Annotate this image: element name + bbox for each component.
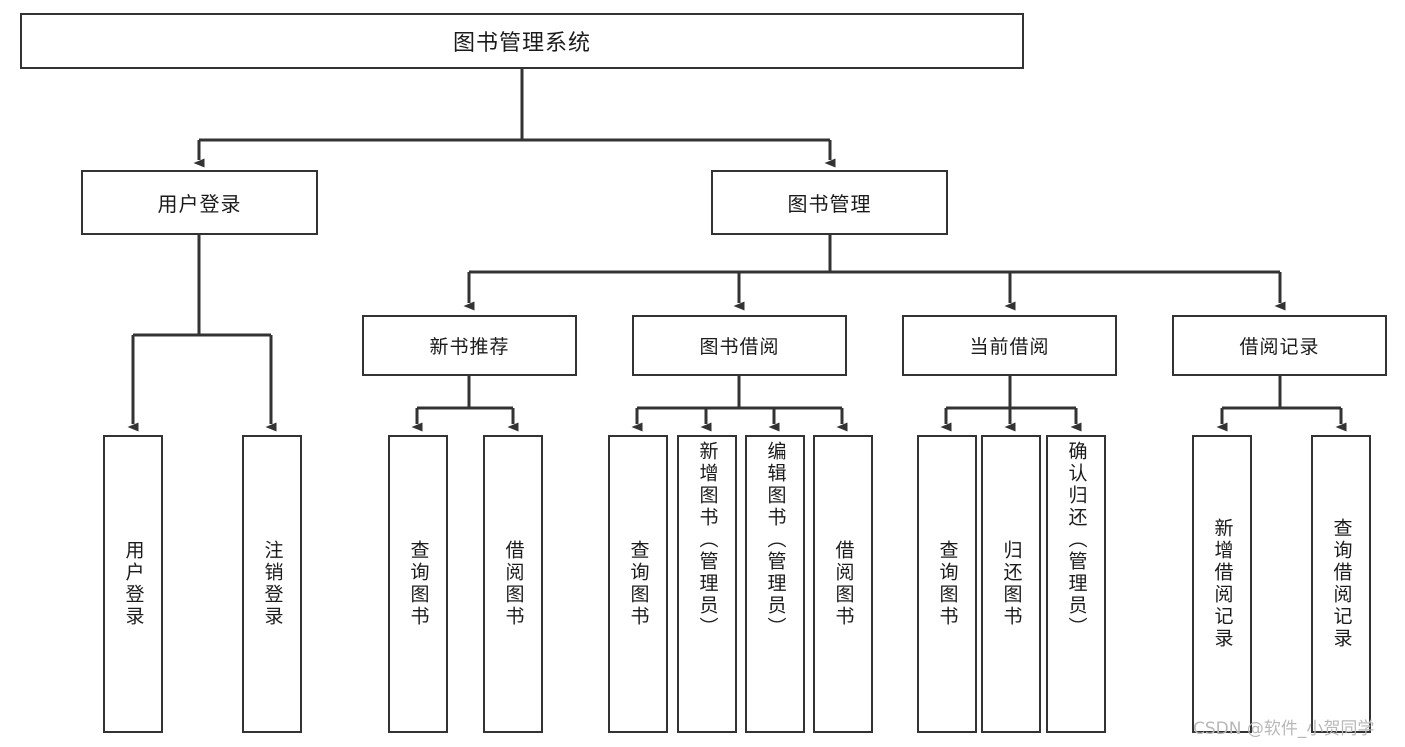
csdn-watermark: CSDN @软件_小贺同学 [1193,719,1375,739]
node-user-login[interactable]: 用户登录 [81,170,318,235]
leaf-new-book-recommend-0[interactable]: 查询图书 [388,435,448,733]
leaf-inner: 编辑图书（管理员） [747,437,803,735]
node-user-login-label: 用户登录 [157,192,242,216]
leaf-borrow-record-0[interactable]: 新增借阅记录 [1192,435,1252,733]
node-book-borrow-label: 图书借阅 [699,336,780,358]
leaf-current-borrow-0[interactable]: 查询图书 [917,435,977,733]
leaf-borrow-record-1[interactable]: 查询借阅记录 [1311,435,1371,733]
leaf-inner: 查询图书 [390,437,446,731]
node-root-label: 图书管理系统 [452,31,591,56]
leaf-book-borrow-3[interactable]: 借阅图书 [813,435,873,733]
leaf-inner: 确认归还（管理员） [1048,437,1104,735]
leaf-label: 编辑图书（管理员） [764,441,787,639]
leaf-inner: 借阅图书 [485,437,541,731]
leaf-label: 用户登录 [122,540,145,628]
leaf-user-login-0[interactable]: 用户登录 [103,435,163,733]
leaf-inner: 查询借阅记录 [1313,437,1369,731]
leaf-label: 归还图书 [1000,540,1023,628]
leaf-inner: 归还图书 [983,437,1039,731]
leaf-label: 查询图书 [936,540,959,628]
node-book-manage-label: 图书管理 [787,192,872,216]
leaf-inner: 借阅图书 [815,437,871,731]
leaf-label: 新增借阅记录 [1211,518,1234,650]
leaf-label: 借阅图书 [832,540,855,628]
leaf-book-borrow-1[interactable]: 新增图书（管理员） [677,435,737,733]
leaf-label: 注销登录 [261,540,284,628]
leaf-current-borrow-1[interactable]: 归还图书 [981,435,1041,733]
node-new-book-recommend-label: 新书推荐 [429,336,510,358]
leaf-book-borrow-2[interactable]: 编辑图书（管理员） [745,435,805,733]
leaf-label: 借阅图书 [502,540,525,628]
leaf-label: 新增图书（管理员） [696,441,719,639]
leaf-inner: 查询图书 [610,437,666,731]
leaf-inner: 用户登录 [105,437,161,731]
leaf-inner: 注销登录 [244,437,300,731]
node-root[interactable]: 图书管理系统 [20,13,1024,69]
leaf-label: 确认归还（管理员） [1065,441,1088,639]
leaf-inner: 查询图书 [919,437,975,731]
leaf-label: 查询图书 [627,540,650,628]
leaf-inner: 新增借阅记录 [1194,437,1250,731]
node-new-book-recommend[interactable]: 新书推荐 [362,315,577,376]
node-book-manage[interactable]: 图书管理 [711,170,948,235]
leaf-label: 查询借阅记录 [1330,518,1353,650]
leaf-book-borrow-0[interactable]: 查询图书 [608,435,668,733]
leaf-inner: 新增图书（管理员） [679,437,735,735]
node-current-borrow[interactable]: 当前借阅 [902,315,1117,376]
node-borrow-record-label: 借阅记录 [1239,336,1320,358]
node-book-borrow[interactable]: 图书借阅 [632,315,847,376]
leaf-current-borrow-2[interactable]: 确认归还（管理员） [1046,435,1106,733]
leaf-user-login-1[interactable]: 注销登录 [242,435,302,733]
leaf-label: 查询图书 [407,540,430,628]
leaf-new-book-recommend-1[interactable]: 借阅图书 [483,435,543,733]
node-borrow-record[interactable]: 借阅记录 [1172,315,1387,376]
node-current-borrow-label: 当前借阅 [969,336,1050,358]
